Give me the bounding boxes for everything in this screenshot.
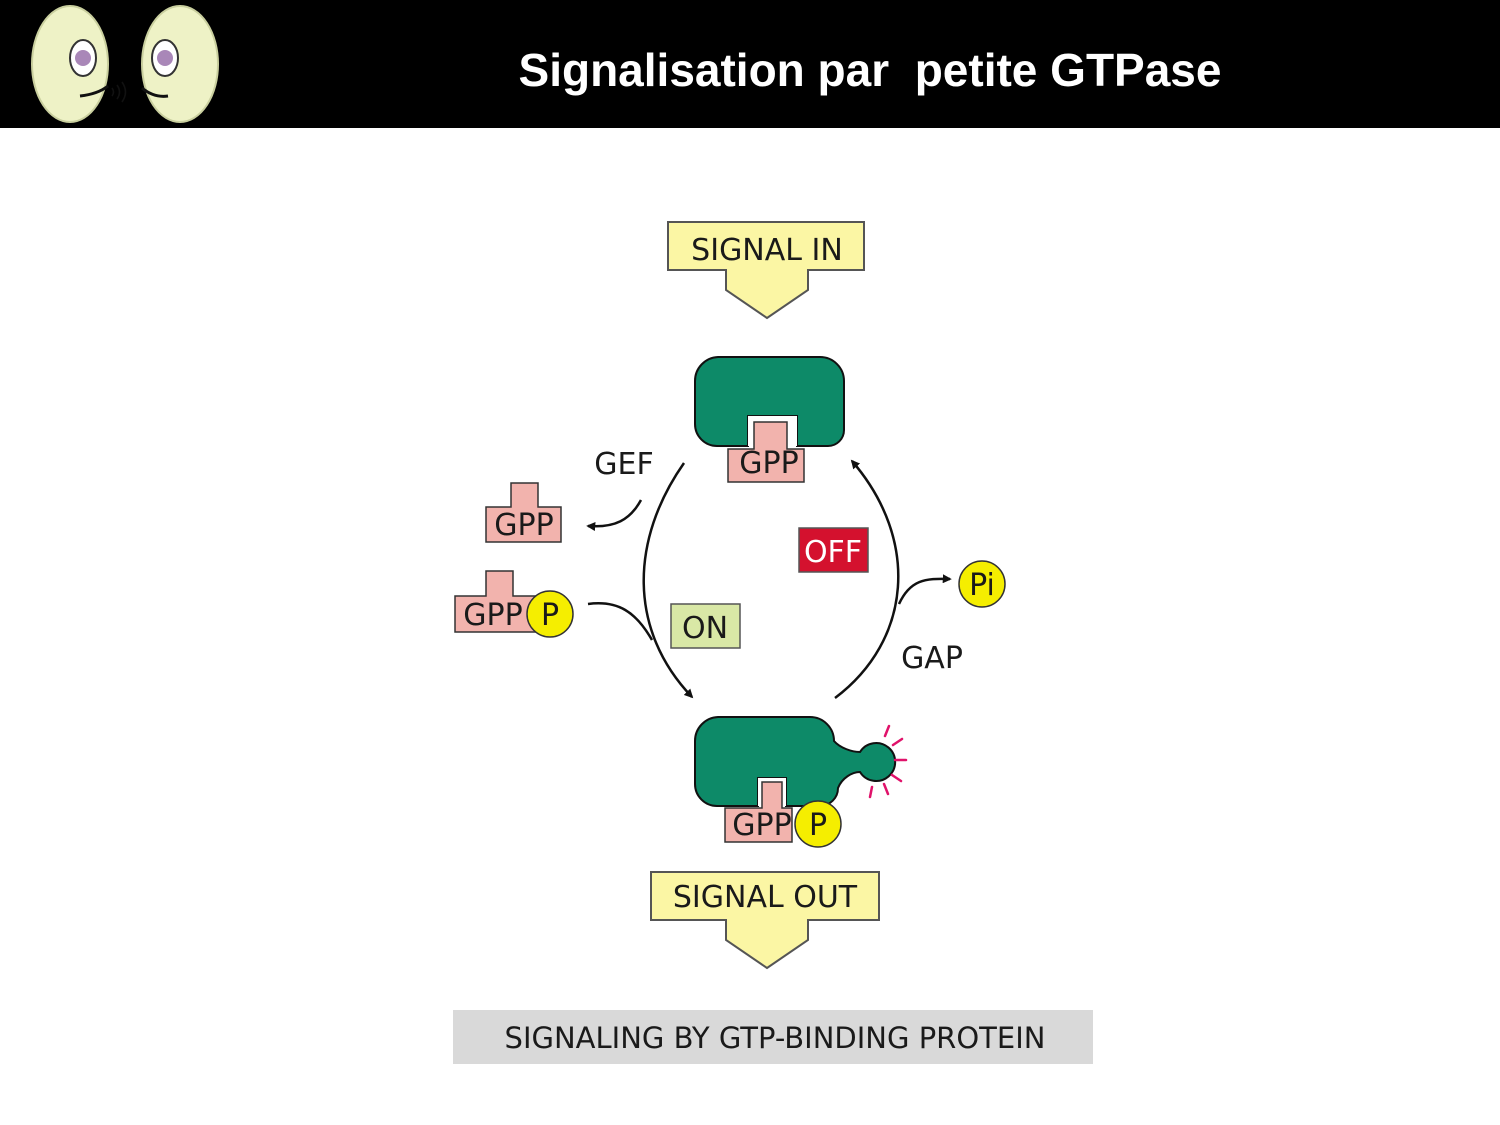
gtp-bound-phosphate-label: P [809, 808, 827, 843]
active-protein-gtp: GPP P [693, 716, 908, 848]
on-state-badge: ON [670, 603, 741, 649]
logo-eyes-icon [31, 5, 219, 123]
gdp-released-label: GPP [494, 508, 553, 543]
activity-burst-icon [868, 724, 908, 799]
signal-out-label: SIGNAL OUT [673, 880, 858, 915]
gap-label: GAP [901, 641, 963, 676]
pi-release-arrow [897, 574, 952, 605]
header-bar: Signalisation par petite GTPase [0, 0, 1500, 128]
pi-label: Pi [969, 568, 995, 603]
activation-arrow [642, 462, 694, 699]
off-label: OFF [804, 535, 862, 570]
released-gdp: GPP [485, 482, 562, 543]
caption-text: SIGNALING BY GTP-BINDING PROTEIN [505, 1021, 1046, 1055]
diagram-caption: SIGNALING BY GTP-BINDING PROTEIN [453, 1010, 1093, 1064]
gtp-incoming-phosphate-label: P [541, 598, 559, 633]
gdp-release-arrow [586, 499, 643, 532]
page-title: Signalisation par petite GTPase [518, 44, 1222, 96]
gef-label: GEF [594, 447, 653, 482]
inactivation-arrow [834, 459, 900, 699]
on-label: ON [682, 611, 728, 646]
off-state-badge: OFF [798, 527, 869, 573]
signal-in-label: SIGNAL IN [691, 233, 843, 268]
gtp-bound-base-label: GPP [732, 808, 791, 843]
gdp-bound-label: GPP [739, 446, 798, 481]
incoming-gtp: GPP P [454, 570, 574, 638]
gtp-entry-arrow [587, 602, 654, 641]
signal-out-arrow: SIGNAL OUT [650, 871, 880, 970]
signal-in-arrow: SIGNAL IN [667, 221, 865, 320]
inactive-protein-gdp: GPP [693, 356, 845, 483]
released-phosphate: Pi [958, 560, 1006, 608]
gtp-incoming-base-label: GPP [463, 598, 522, 633]
